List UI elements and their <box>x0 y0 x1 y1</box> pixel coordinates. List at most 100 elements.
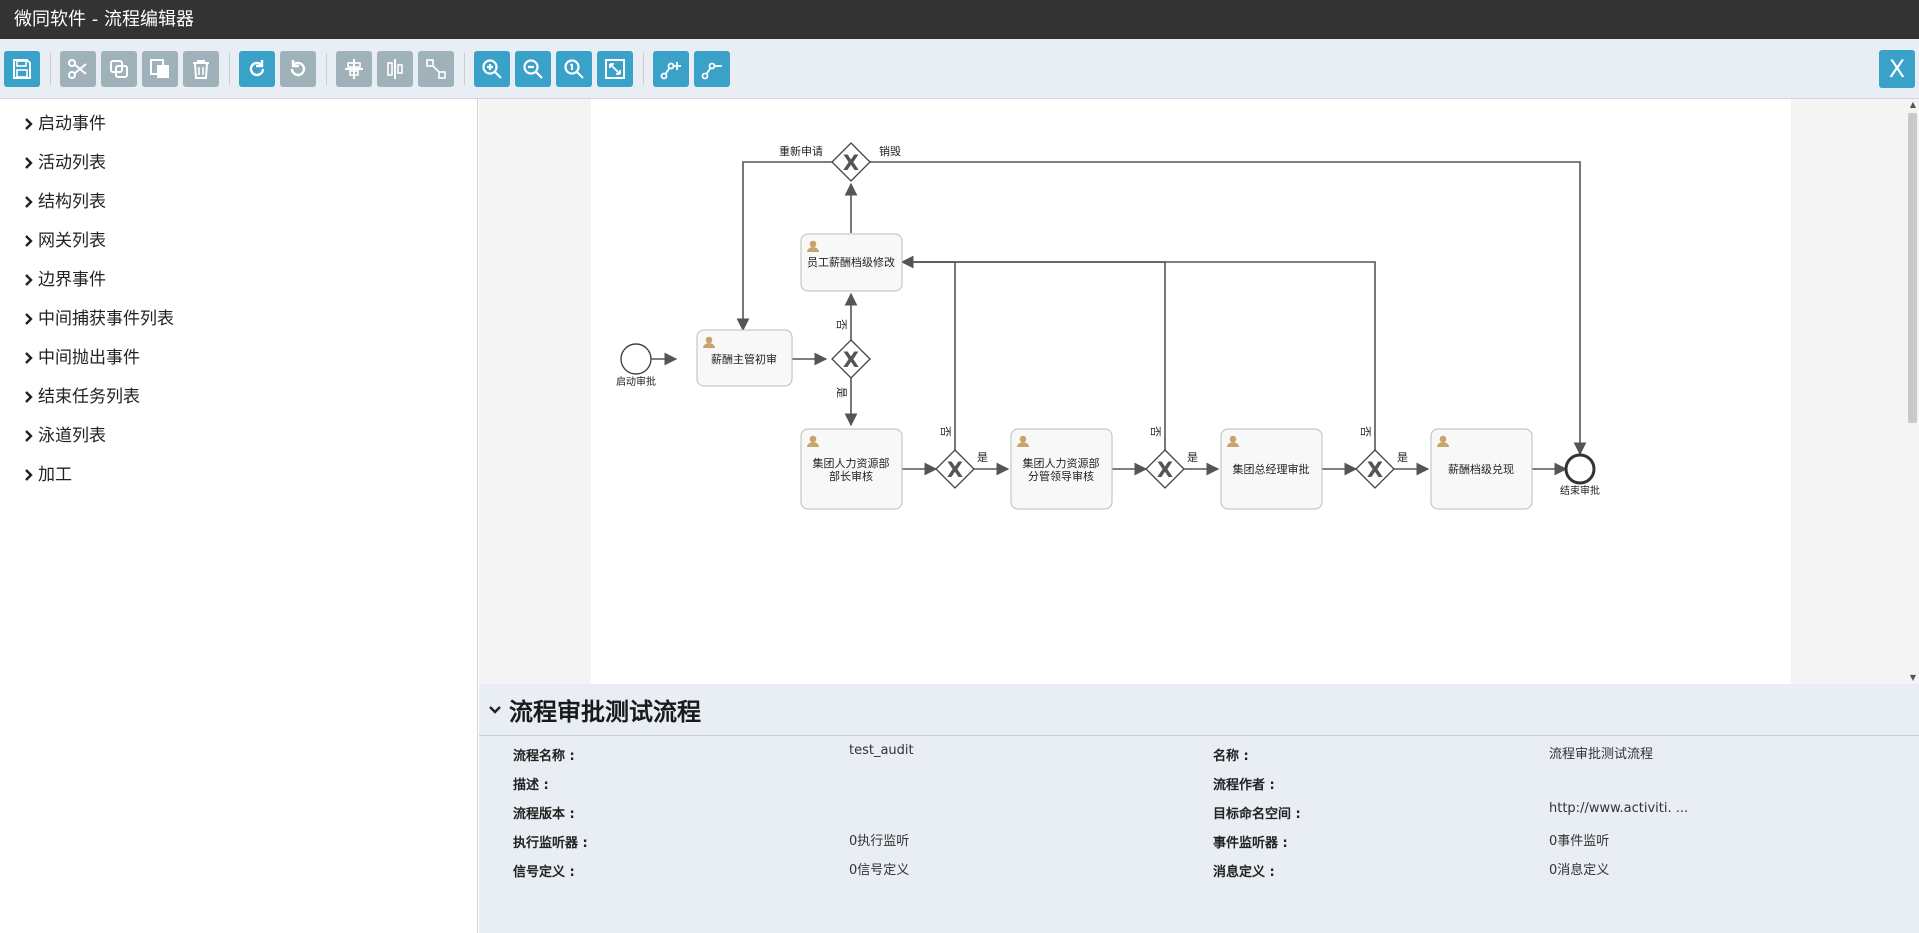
zoom-fit-icon <box>605 59 625 79</box>
gateway-3[interactable]: X <box>1145 449 1185 489</box>
scroll-up-icon[interactable]: ▲ <box>1909 100 1916 109</box>
task-hr-leader[interactable]: 集团人力资源部 分管领导审核 <box>1010 428 1113 510</box>
gateway-4[interactable]: X <box>1355 449 1395 489</box>
remove-bendpoint-button[interactable] <box>694 51 730 87</box>
task-salary-modify[interactable]: 员工薪酬档级修改 <box>800 233 903 292</box>
start-event[interactable] <box>620 343 652 375</box>
gateway-top[interactable]: X <box>831 142 871 182</box>
add-bendpoint-button[interactable] <box>653 51 689 87</box>
window-title: 微同软件 - 流程编辑器 <box>0 0 1919 39</box>
palette-item-swimlanes[interactable]: 泳道列表 <box>22 424 106 448</box>
zoom-fit-button[interactable] <box>597 51 633 87</box>
align-horizontal-button[interactable] <box>336 51 372 87</box>
undo-icon <box>290 60 306 77</box>
align-h-icon <box>345 59 363 79</box>
chevron-right-icon <box>25 118 33 130</box>
prop-label: 流程版本 : <box>513 807 575 822</box>
palette-item-catch-events[interactable]: 中间捕获事件列表 <box>22 307 174 331</box>
end-event[interactable] <box>1564 453 1596 485</box>
svg-text:X: X <box>843 348 859 372</box>
flow-label-yes: 是 <box>1187 451 1198 464</box>
chevron-right-icon <box>25 469 33 481</box>
save-button[interactable] <box>4 51 40 87</box>
scroll-down-icon[interactable]: ▼ <box>1909 673 1916 682</box>
close-button[interactable]: X <box>1879 50 1915 88</box>
zoom-out-icon <box>523 59 543 79</box>
prop-value-name[interactable]: 流程审批测试流程 <box>1549 747 1654 762</box>
gateway-2[interactable]: X <box>935 449 975 489</box>
flow-label-no: 否 <box>835 319 848 330</box>
task-salary-cash[interactable]: 薪酬档级兑现 <box>1430 428 1533 510</box>
paste-icon <box>150 59 169 78</box>
prop-value-process-id[interactable]: test_audit <box>849 743 914 758</box>
copy-icon <box>110 60 128 78</box>
scrollbar-thumb[interactable] <box>1908 113 1917 423</box>
zoom-in-button[interactable] <box>474 51 510 87</box>
flow-label-no: 否 <box>1149 426 1162 437</box>
palette-item-start-events[interactable]: 启动事件 <box>22 112 106 136</box>
same-size-button[interactable] <box>418 51 454 87</box>
task-general-manager[interactable]: 集团总经理审批 <box>1220 428 1323 510</box>
copy-button[interactable] <box>101 51 137 87</box>
redo-button[interactable] <box>239 51 275 87</box>
chevron-right-icon <box>25 157 33 169</box>
palette-item-activities[interactable]: 活动列表 <box>22 151 106 175</box>
palette-item-gateways[interactable]: 网关列表 <box>22 229 106 253</box>
palette-item-label: 中间抛出事件 <box>38 348 140 368</box>
palette-item-label: 结构列表 <box>38 192 106 212</box>
chevron-right-icon <box>25 430 33 442</box>
task-label: 集团总经理审批 <box>1233 462 1310 476</box>
svg-text:X: X <box>947 458 963 482</box>
palette-item-processing[interactable]: 加工 <box>22 463 72 487</box>
palette-item-throw-events[interactable]: 中间抛出事件 <box>22 346 140 370</box>
sequence-flows <box>641 161 1587 476</box>
task-label: 薪酬档级兑现 <box>1448 462 1514 476</box>
flow-gw3-no[interactable] <box>902 261 1166 450</box>
same-size-icon <box>426 59 446 79</box>
zoom-out-button[interactable] <box>515 51 551 87</box>
start-event-label: 启动审批 <box>616 375 656 388</box>
chevron-right-icon <box>25 235 33 247</box>
task-label: 部长审核 <box>829 469 873 483</box>
palette-item-end-events[interactable]: 结束任务列表 <box>22 385 140 409</box>
zoom-actual-button[interactable] <box>556 51 592 87</box>
flow-resubmit[interactable] <box>736 161 832 332</box>
palette-item-boundary-events[interactable]: 边界事件 <box>22 268 106 292</box>
prop-value-execution-listeners[interactable]: 0执行监听 <box>849 834 910 849</box>
prop-value-event-listeners[interactable]: 0事件监听 <box>1549 834 1610 849</box>
flow-label-yes: 是 <box>977 451 988 464</box>
properties-title: 流程审批测试流程 <box>509 698 701 726</box>
delete-button[interactable] <box>183 51 219 87</box>
prop-label: 目标命名空间 : <box>1213 807 1301 822</box>
palette-item-label: 加工 <box>38 465 72 485</box>
flow-gw2-no[interactable] <box>900 255 956 450</box>
align-vertical-button[interactable] <box>377 51 413 87</box>
canvas-area: 启动审批 结束审批 薪酬主管初审 员工薪酬档级修改 集团人力资源部 部长审核 <box>479 99 1919 684</box>
palette-item-label: 活动列表 <box>38 153 106 173</box>
gateway-1[interactable]: X <box>831 339 871 379</box>
align-v-icon <box>387 59 403 79</box>
prop-value-signal-definitions[interactable]: 0信号定义 <box>849 863 910 878</box>
trash-icon <box>193 60 209 79</box>
properties-header[interactable]: 流程审批测试流程 <box>479 684 1919 736</box>
undo-button[interactable] <box>280 51 316 87</box>
palette-item-structures[interactable]: 结构列表 <box>22 190 106 214</box>
flow-label-yes: 是 <box>1397 451 1408 464</box>
paste-button[interactable] <box>142 51 178 87</box>
task-label: 员工薪酬档级修改 <box>807 255 895 269</box>
palette-item-label: 泳道列表 <box>38 426 106 446</box>
prop-value-message-definitions[interactable]: 0消息定义 <box>1549 863 1610 878</box>
canvas-scrollbar[interactable]: ▲ ▼ <box>1905 99 1919 684</box>
chevron-right-icon <box>25 352 33 364</box>
task-label: 分管领导审核 <box>1028 469 1094 483</box>
end-event-label: 结束审批 <box>1560 484 1600 497</box>
flow-destroy[interactable] <box>870 161 1587 456</box>
cut-button[interactable] <box>60 51 96 87</box>
task-hr-director[interactable]: 集团人力资源部 部长审核 <box>800 428 903 510</box>
prop-label: 名称 : <box>1213 749 1249 764</box>
flow-gw4-no[interactable] <box>902 261 1376 450</box>
prop-label: 执行监听器 : <box>513 836 588 851</box>
prop-value-namespace[interactable]: http://www.activiti. ... <box>1549 801 1689 816</box>
diagram-canvas[interactable]: 启动审批 结束审批 薪酬主管初审 员工薪酬档级修改 集团人力资源部 部长审核 <box>591 99 1791 684</box>
task-salary-review[interactable]: 薪酬主管初审 <box>696 329 793 387</box>
